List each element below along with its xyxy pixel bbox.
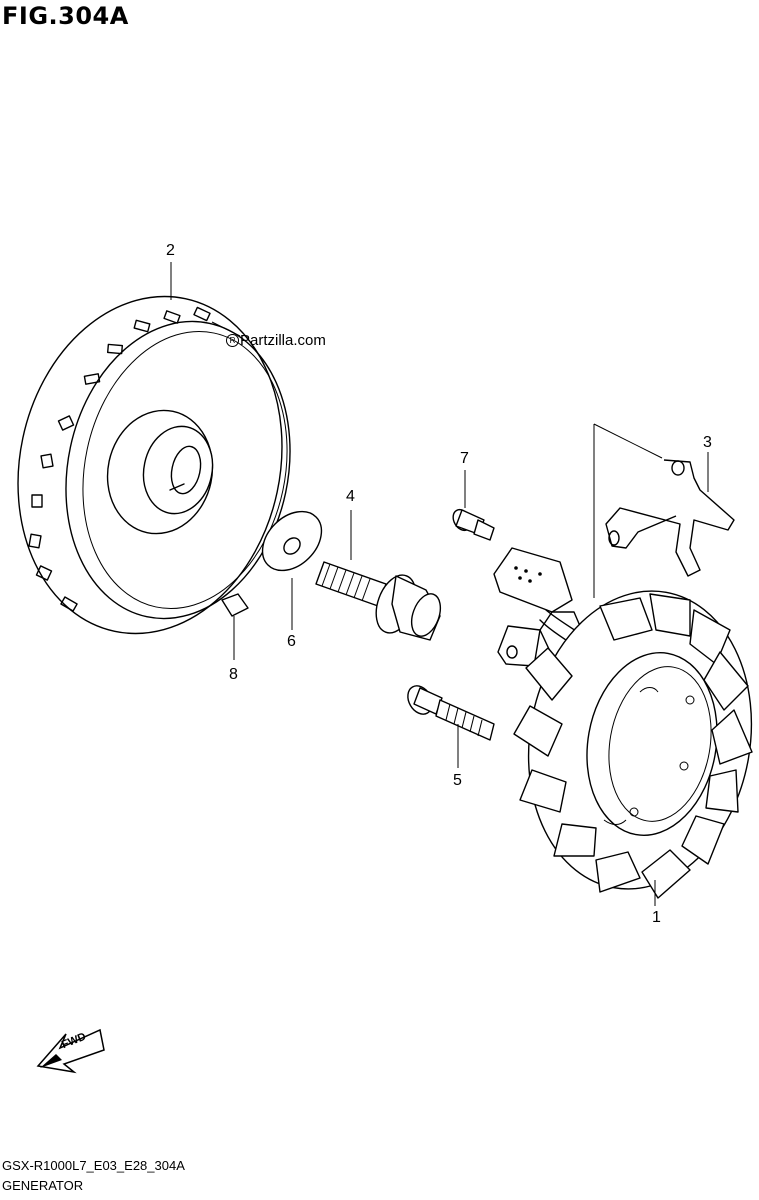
callout-6: 6 (287, 633, 296, 650)
callout-1: 1 (652, 909, 661, 926)
washer (261, 510, 323, 630)
registered-mark: R (226, 334, 239, 347)
watermark-text: Partzilla.com (240, 332, 326, 349)
leader-reg (211, 321, 241, 337)
callout-8: 8 (229, 666, 238, 683)
callout-2: 2 (166, 242, 175, 259)
stator-bolt (407, 685, 495, 768)
wire-clamp-screw (452, 470, 495, 541)
callout-5: 5 (453, 772, 462, 789)
callout-7: 7 (460, 450, 469, 467)
callout-4: 4 (346, 488, 355, 505)
stator-assembly (493, 547, 753, 906)
woodruff-key (221, 593, 249, 660)
rotor-bolt (315, 510, 442, 641)
forward-arrow-icon (36, 1028, 105, 1074)
callout-3: 3 (703, 434, 712, 451)
section-name: GENERATOR (2, 1178, 84, 1193)
figure-title: FIG.304A (2, 2, 129, 30)
lead-wire-bracket (593, 423, 735, 598)
rotor-flywheel (17, 295, 291, 635)
diagram-code: GSX-R1000L7_E03_E28_304A (2, 1158, 185, 1173)
